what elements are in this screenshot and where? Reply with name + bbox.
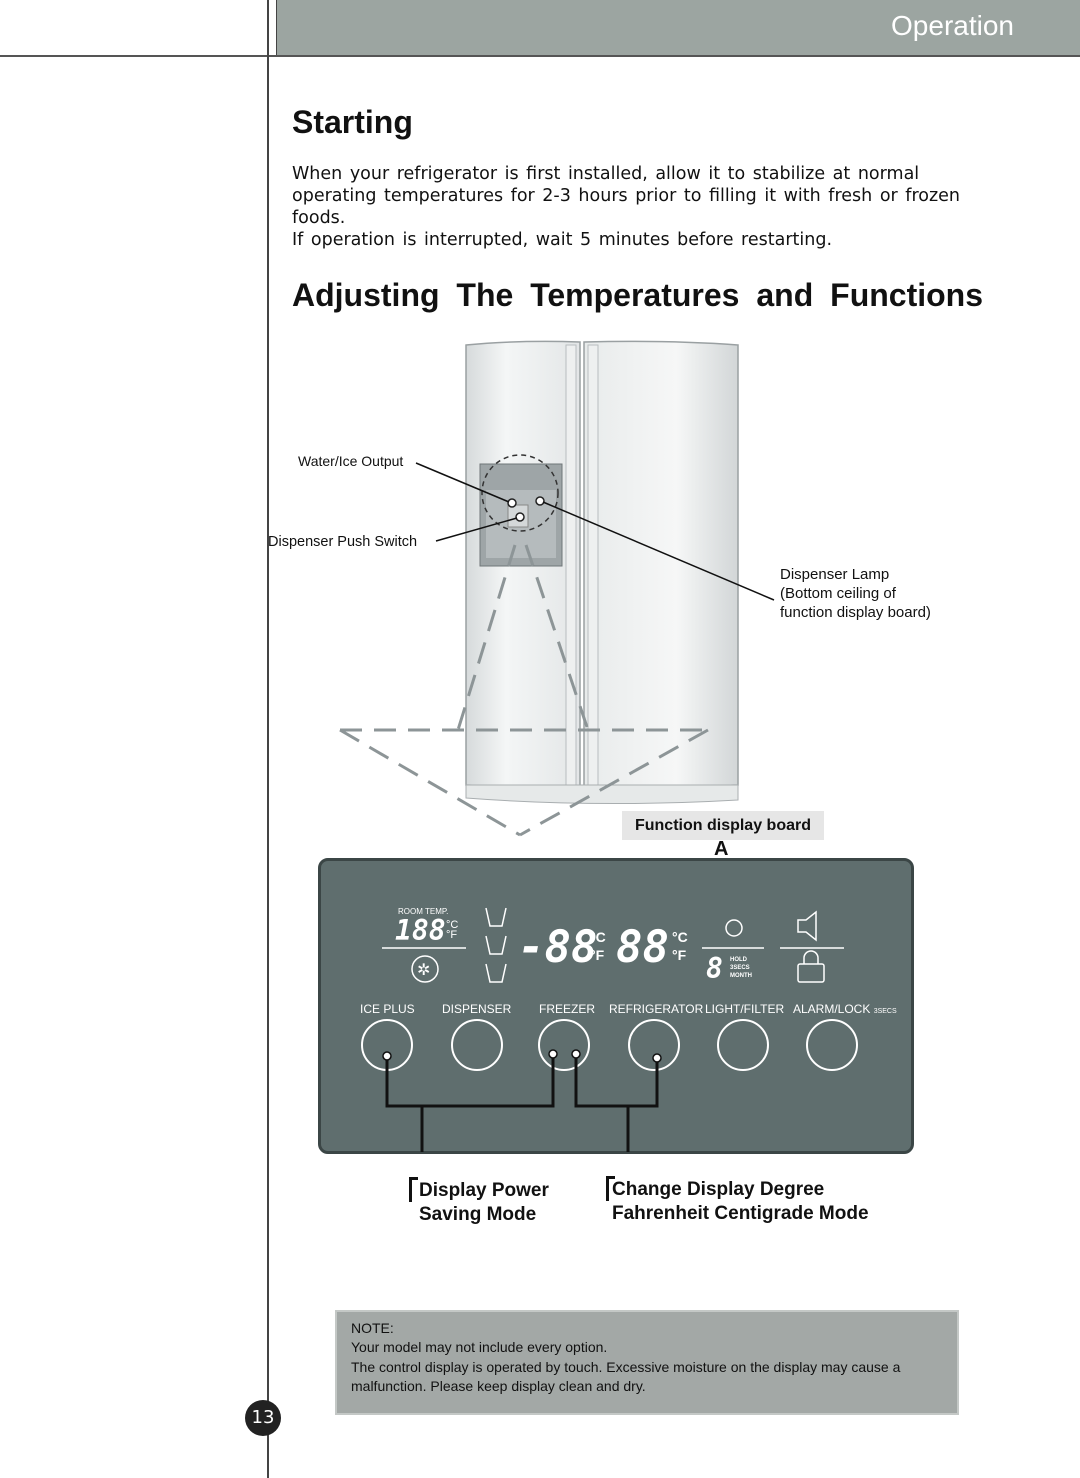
change-degree-bracket [606,1176,615,1201]
alarm-icon [797,910,817,942]
section-title: Operation [891,10,1014,41]
starting-paragraph-1: When your refrigerator is first installe… [292,164,961,228]
lamp-point [535,496,545,506]
freezer-units: °C °F [590,929,606,963]
switch-point [515,512,525,522]
margin-line [267,0,269,1478]
dispenser-highlight-circle [481,454,559,532]
note-line-1: Your model may not include every option. [351,1339,608,1355]
alarm-lock-label: ALARM/LOCK 3SECS [793,1002,897,1016]
svg-text:✲: ✲ [417,962,430,979]
freezer-digits: -88 [518,922,597,973]
water-icon [485,963,507,983]
output-point [507,498,517,508]
light-filter-label: LIGHT/FILTER [705,1002,785,1016]
dispenser-lamp-line-2: (Bottom ceiling of [780,585,896,602]
refrigerator-digits: 88 [616,922,669,973]
note-line-2: The control display is operated by touch… [351,1358,901,1395]
refrigerator-illustration [339,340,775,837]
panel-graphics: 188 ✲ -88 88 8 [361,907,858,1152]
freezer-button[interactable] [538,1019,590,1071]
right-handle [587,344,599,786]
refrigerator-label: REFRIGERATOR [609,1002,704,1016]
connector-lines [385,1054,659,1152]
ice-plus-icon [411,955,439,983]
display-power-label: Display Power Saving Mode [419,1180,549,1225]
fridge-base [465,784,739,805]
ice-plus-label: ICE PLUS [360,1002,415,1016]
note-body: Your model may not include every option.… [351,1338,947,1397]
starting-heading: Starting [292,104,413,140]
header-divider [0,55,1080,57]
dispenser-button[interactable] [451,1019,503,1071]
starting-paragraph-2: If operation is interrupted, wait 5 minu… [292,230,833,250]
starting-text: When your refrigerator is first installe… [292,163,972,251]
projection-lines [339,544,709,837]
filter-labels: HOLD 3SECS MONTH [730,957,752,979]
cubed-ice-icon [485,935,507,955]
switch-leader [435,517,518,542]
left-handle [565,344,577,786]
change-degree-label: Change Display Degree Fahrenheit Centigr… [612,1179,869,1224]
page-number: 13 [245,1400,281,1436]
refrigerator-button[interactable] [628,1019,680,1071]
dispenser-lamp-line-1: Dispenser Lamp [780,566,890,583]
refrigerator-units: °C °F [672,929,688,963]
output-leader [415,462,510,503]
dispenser-lamp-line-3: function display board) [780,604,931,621]
dispenser-lamp-label: Dispenser Lamp (Bottom ceiling of functi… [780,565,931,622]
room-temp-label: ROOM TEMP. [398,907,449,916]
note-box: NOTE: Your model may not include every o… [335,1310,959,1415]
light-icon [725,919,743,937]
water-ice-output-label: Water/Ice Output [298,453,404,469]
note-title: NOTE: [351,1320,394,1336]
right-door [583,340,739,791]
adjusting-heading: Adjusting The Temperatures and Functions [292,277,984,313]
lock-icon [797,963,825,983]
alarm-lock-button[interactable] [806,1019,858,1071]
room-temp-digits: 188 [395,914,446,947]
room-temp-units: °C °F [446,919,459,941]
dispenser-label: DISPENSER [442,1002,512,1016]
crushed-ice-icon [485,907,507,927]
marker-a: A [714,838,729,860]
display-power-bracket [409,1177,418,1202]
filter-digit: 8 [706,952,723,985]
header-bar [276,0,1080,55]
light-filter-button[interactable] [717,1019,769,1071]
freezer-label: FREEZER [539,1002,596,1016]
header-margin-line [276,0,277,55]
dispenser-push-switch-label: Dispenser Push Switch [268,534,418,550]
function-display-board-tag: Function display board [622,811,824,840]
lamp-leader [542,501,775,601]
